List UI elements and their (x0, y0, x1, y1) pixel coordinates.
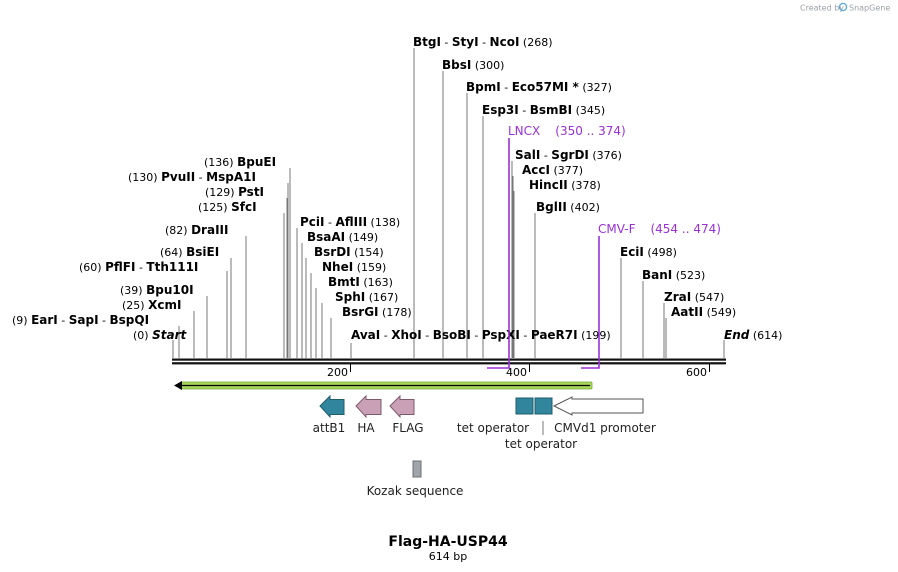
svg-text:CMV-F(454 .. 474): CMV-F (454 .. 474) (598, 222, 721, 236)
credit-text: Created by (800, 4, 844, 13)
feature-tet-operator-1-label: tet operator (457, 421, 529, 435)
site-label-1[interactable]: (9) EarI - SapI - BspQI (12, 313, 149, 327)
map-title: Flag-HA-USP44 (388, 534, 507, 550)
site-label-5[interactable]: (64) BsiEI (160, 245, 219, 259)
ruler-tick-600: 600 (686, 364, 710, 379)
feature-ha[interactable]: HA (355, 394, 382, 435)
site-label-4[interactable]: (60) PflFI - Tth111I (79, 260, 198, 274)
site-label-17[interactable]: BsrGI (178) (342, 305, 412, 319)
primer-lncx[interactable]: LNCX (350 .. 374) (487, 124, 626, 369)
site-label-31[interactable]: AvaI - XhoI - BsoBI - PspXI - PaeR7I (19… (351, 328, 611, 342)
feature-ha-label: HA (357, 421, 375, 435)
site-label-15[interactable]: BmtI (163) (328, 275, 393, 289)
snapgene-logo-icon (838, 2, 848, 12)
site-label-13[interactable]: BsrDI (154) (314, 245, 384, 259)
site-label-6[interactable]: (82) DraIII (165, 223, 228, 237)
site-label-10[interactable]: (136) BpuEI (204, 155, 276, 169)
svg-text:LNCX(350 .. 374): LNCX (350 .. 374) (508, 124, 626, 138)
site-label-8[interactable]: (129) PstI (205, 185, 264, 199)
site-label-25[interactable]: BglII (402) (536, 200, 600, 214)
site-label-9[interactable]: (130) PvuII - MspA1I (128, 170, 256, 184)
site-label-22[interactable]: SalI - SgrDI (376) (515, 148, 622, 162)
ruler-label-200: 200 (327, 366, 348, 379)
site-label-7[interactable]: (125) SfcI (198, 200, 257, 214)
feature-flag[interactable]: FLAG (389, 394, 424, 435)
feature-cmvd1-promoter[interactable]: CMVd1 promoter (552, 396, 656, 435)
credit-brand: SnapGene (849, 4, 890, 13)
site-label-11[interactable]: PciI - AflIII (138) (300, 215, 400, 229)
site-label-28[interactable]: ZraI (547) (664, 290, 724, 304)
feature-cmvd1-promoter-label: CMVd1 promoter (554, 421, 656, 435)
primer-lncx-range: (350 .. 374) (555, 124, 625, 138)
primer-cmv-f-name: CMV-F (598, 222, 636, 236)
feature-tet-operator-2-label: tet operator (505, 437, 577, 451)
ruler-tick-400: 400 (506, 364, 530, 379)
site-label-0[interactable]: (0) Start (133, 328, 187, 342)
feature-attb1[interactable]: attB1 (313, 394, 346, 435)
ruler-tick-200: 200 (327, 364, 351, 379)
site-label-12[interactable]: BsaAI (149) (307, 230, 378, 244)
site-label-2[interactable]: (25) XcmI (122, 298, 181, 312)
site-tick-lines (172, 48, 725, 358)
restriction-site-labels: (0) Start(9) EarI - SapI - BspQI(25) Xcm… (12, 35, 782, 342)
ruler-label-600: 600 (686, 366, 707, 379)
site-label-14[interactable]: NheI (159) (322, 260, 386, 274)
site-label-30[interactable]: End (614) (724, 328, 782, 342)
feature-tet-operator-1[interactable]: tet operator (457, 397, 534, 435)
site-label-21[interactable]: Esp3I - BsmBI (345) (482, 103, 605, 117)
feature-kozak-sequence[interactable]: Kozak sequence (367, 460, 464, 498)
site-label-20[interactable]: BpmI - Eco57MI * (327) (466, 80, 612, 94)
site-label-29[interactable]: AatII (549) (671, 305, 736, 319)
site-label-24[interactable]: HincII (378) (529, 178, 601, 192)
site-label-26[interactable]: EciI (498) (620, 245, 677, 259)
primer-lncx-name: LNCX (508, 124, 540, 138)
feature-attb1-label: attB1 (313, 421, 346, 435)
ruler-label-400: 400 (506, 366, 527, 379)
feature-tet-operator-2[interactable]: tet operator (505, 397, 577, 451)
site-label-16[interactable]: SphI (167) (335, 290, 398, 304)
orf-arrow[interactable] (174, 381, 593, 390)
primer-cmv-f[interactable]: CMV-F (454 .. 474) (581, 222, 721, 369)
site-label-27[interactable]: BanI (523) (642, 268, 705, 282)
backbone (172, 358, 726, 365)
feature-kozak-sequence-label: Kozak sequence (367, 484, 464, 498)
site-label-19[interactable]: BbsI (300) (442, 58, 504, 72)
primer-cmv-f-range: (454 .. 474) (650, 222, 720, 236)
site-label-18[interactable]: BtgI - StyI - NcoI (268) (413, 35, 553, 49)
site-label-3[interactable]: (39) Bpu10I (120, 283, 194, 297)
site-label-23[interactable]: AccI (377) (522, 163, 583, 177)
map-length: 614 bp (429, 550, 467, 563)
feature-flag-label: FLAG (392, 421, 423, 435)
